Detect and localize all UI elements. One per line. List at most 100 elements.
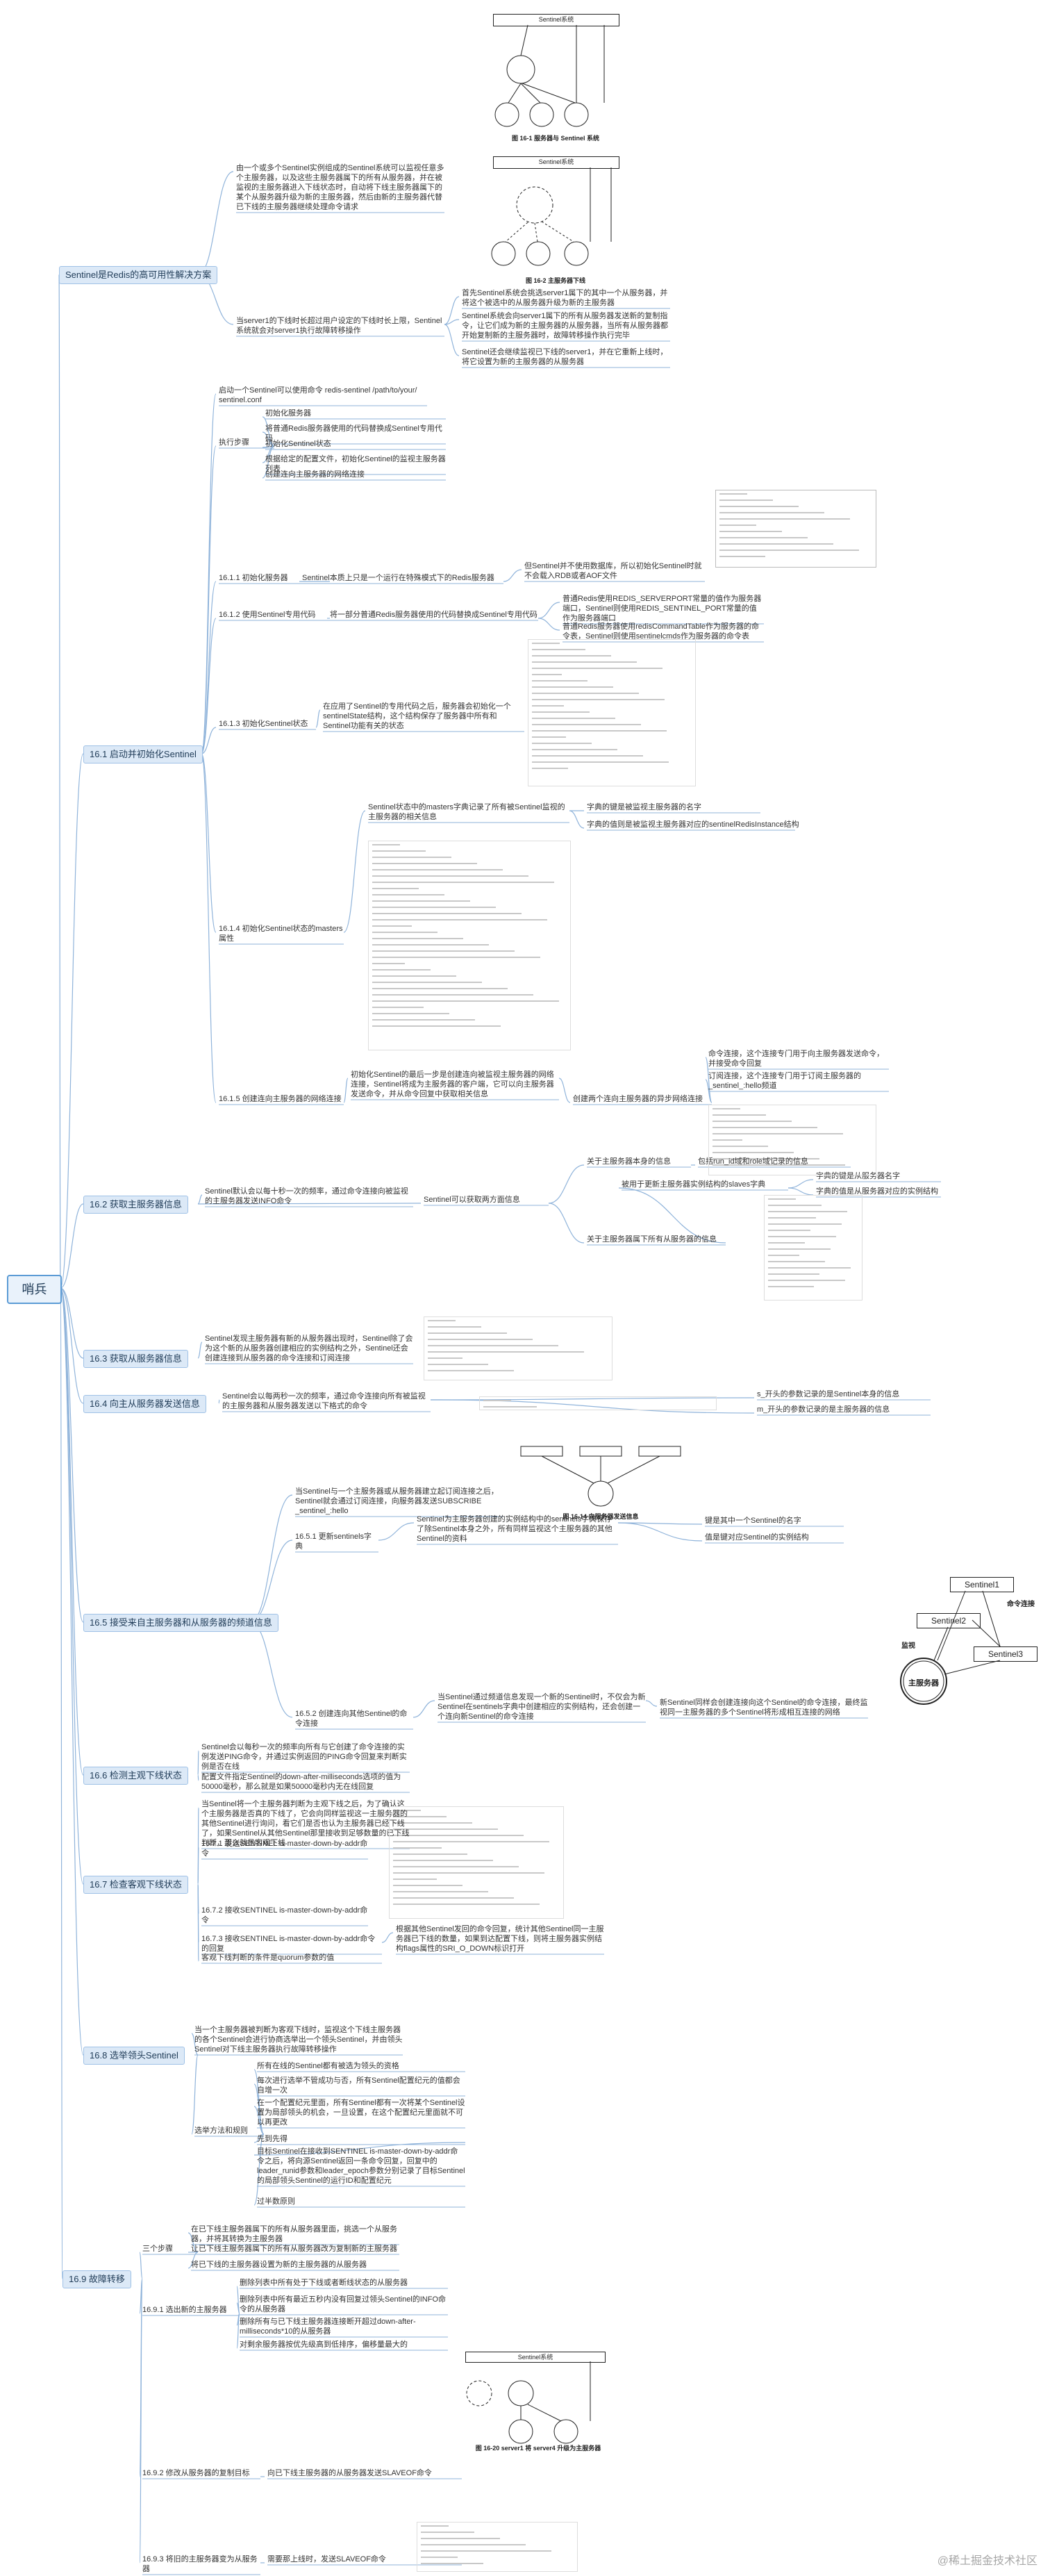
node-b1-f2[interactable]: Sentinel系统会向server1属下的所有从服务器发送新的复制指令，让它们… — [462, 312, 668, 340]
node-b2-164[interactable]: 16.1.4 初始化Sentinel状态的masters属性 — [219, 925, 343, 943]
node-b2-162-b[interactable]: 普通Redis服务器使用redisCommandTable作为服务器的命令表，S… — [562, 622, 760, 641]
branch-b9[interactable]: 16.8 选举领头Sentinel — [83, 2047, 185, 2065]
branch-b6[interactable]: 16.5 接受来自主服务器和从服务器的频道信息 — [83, 1614, 278, 1632]
node-b7-d2[interactable]: 配置文件指定Sentinel的down-after-milliseconds选项… — [201, 1773, 401, 1791]
node-b9-r4[interactable]: 先到先得 — [257, 2135, 288, 2143]
node-b9-r2[interactable]: 每次进行选举不管成功与否，所有Sentinel配置纪元的值都会自增一次 — [257, 2077, 460, 2095]
node-b2-164-d[interactable]: Sentinel状态中的masters字典记录了所有被Sentinel监视的主服… — [368, 803, 565, 821]
node-b2-161-d[interactable]: Sentinel本质上只是一个运行在特殊模式下的Redis服务器 — [302, 574, 494, 582]
node-b2-165-d[interactable]: 初始化Sentinel的最后一步是创建连向被监视主服务器的网络连接，Sentin… — [351, 1071, 554, 1098]
node-b9-rules[interactable]: 选举方法和规则 — [194, 2127, 248, 2135]
node-b2-165-c2[interactable]: 订阅连接，这个连接专门用于订阅主服务器的_sentinel_:hello频道 — [708, 1072, 861, 1090]
node-b2-164-a[interactable]: 字典的键是被监视主服务器的名字 — [587, 803, 701, 811]
node-b2-161-n[interactable]: 但Sentinel并不使用数据库，所以初始化Sentinel时就不会载入RDB或… — [524, 562, 702, 580]
node-b5-b[interactable]: m_开头的参数记录的是主服务器的信息 — [757, 1405, 890, 1414]
node-b8-3[interactable]: 16.7.3 接收SENTINEL is-master-down-by-addr… — [201, 1935, 376, 1953]
branch-b10[interactable]: 16.9 故障转移 — [62, 2270, 131, 2288]
node-b6-651-b[interactable]: 值是键对应Sentinel的实例结构 — [705, 1533, 809, 1542]
node-b3-a1[interactable]: 关于主服务器本身的信息 — [587, 1157, 671, 1166]
node-b10-t2[interactable]: 让已下线主服务器属下的所有从服务器改为复制新的主服务器 — [191, 2245, 397, 2253]
node-b6-651-a[interactable]: 键是其中一个Sentinel的名字 — [705, 1517, 801, 1525]
node-b1-f3[interactable]: Sentinel还会继续监视已下线的server1，并在它重新上线时，将它设置为… — [462, 348, 668, 366]
node-b10-93[interactable]: 16.9.3 将旧的主服务器变为从服务器 — [142, 2555, 258, 2573]
node-b2-163[interactable]: 16.1.3 初始化Sentinel状态 — [219, 720, 308, 728]
node-b6-652-d[interactable]: 当Sentinel通过频道信息发现一个新的Sentinel时，不仅会为新Sent… — [438, 1693, 646, 1721]
node-b2-s5[interactable]: 创建连向主服务器的网络连接 — [265, 470, 365, 479]
node-b6-651-d[interactable]: Sentinel为主服务器创建的实例结构中的sentinels字典保存了除Sen… — [417, 1515, 612, 1543]
node-b10-91d[interactable]: 对剩余服务器按优先级高到低排序，偏移量最大的 — [240, 2340, 408, 2349]
node-b2-161[interactable]: 16.1.1 初始化服务器 — [219, 574, 288, 582]
node-b10-91a[interactable]: 删除列表中所有处于下线或者断线状态的从服务器 — [240, 2279, 408, 2287]
node-b9-d[interactable]: 当一个主服务器被判断为客观下线时，监视这个下线主服务器的各个Sentinel会进… — [194, 2026, 403, 2054]
node-b8-2[interactable]: 16.7.2 接收SENTINEL is-master-down-by-addr… — [201, 1906, 368, 1924]
node-b3-a2[interactable]: 关于主服务器属下所有从服务器的信息 — [587, 1235, 717, 1244]
node-b2-164-b[interactable]: 字典的值则是被监视主服务器对应的sentinelRedisInstance结构 — [587, 820, 799, 829]
node-b6-652-a[interactable]: 新Sentinel同样会创建连接向这个Sentinel的命令连接，最终监视同一主… — [660, 1699, 868, 1717]
node-b6-651[interactable]: 16.5.1 更新sentinels字典 — [295, 1533, 372, 1551]
node-b2-162-d[interactable]: 将一部分普通Redis服务器使用的代码替换成Sentinel专用代码 — [330, 611, 538, 619]
connector — [343, 810, 366, 933]
node-b1-desc[interactable]: 由一个或多个Sentinel实例组成的Sentinel系统可以监视任意多个主服务… — [236, 164, 444, 211]
branch-b7[interactable]: 16.6 检测主观下线状态 — [83, 1767, 188, 1785]
node-b2-cmd[interactable]: 启动一个Sentinel可以使用命令 redis-sentinel /path/… — [219, 386, 417, 404]
node-b4-d[interactable]: Sentinel发现主服务器有新的从服务器出现时，Sentinel除了会为这个新… — [205, 1335, 413, 1362]
node-b3-d[interactable]: Sentinel默认会以每十秒一次的频率，通过命令连接向被监视的主服务器发送IN… — [205, 1187, 408, 1205]
node-b2-s1[interactable]: 初始化服务器 — [265, 409, 311, 418]
node-b6-652[interactable]: 16.5.2 创建连向其他Sentinel的命令连接 — [295, 1710, 408, 1728]
figure-graphic — [491, 167, 612, 266]
branch-b2[interactable]: 16.1 启动并初始化Sentinel — [83, 745, 203, 763]
node-b2-165-c1[interactable]: 命令连接，这个连接专门用于向主服务器发送命令，并接受命令回复 — [708, 1050, 884, 1068]
node-b1-f1[interactable]: 首先Sentinel系统会挑选server1属下的其中一个从服务器，并将这个被选… — [462, 289, 668, 307]
branch-b8[interactable]: 16.7 检查客观下线状态 — [83, 1876, 188, 1894]
node-b10-91[interactable]: 16.9.1 选出新的主服务器 — [142, 2306, 227, 2314]
node-b8-q[interactable]: 客观下线判断的条件是quorum参数的值 — [201, 1954, 335, 1962]
node-b3-a2z[interactable]: 字典的值是从服务器对应的实例结构 — [816, 1187, 938, 1196]
node-b10-three[interactable]: 三个步骤 — [142, 2245, 173, 2253]
node-b10-91c[interactable]: 删除所有与已下线主服务器连接断开超过down-after-millisecond… — [240, 2318, 416, 2336]
node-b3-a1x[interactable]: 包括run_id域和role域记录的信息 — [698, 1157, 808, 1166]
code-sentinel-state-image — [528, 639, 696, 786]
connector — [201, 618, 217, 754]
node-b9-r5[interactable]: 目标Sentinel在接收到SENTINEL is-master-down-by… — [257, 2147, 465, 2185]
node-b10-91b[interactable]: 删除列表中所有最近五秒内没有回复过领头Sentinel的INFO命令的从服务器 — [240, 2295, 447, 2313]
node-b7-d[interactable]: Sentinel会以每秒一次的频率向所有与它创建了命令连接的实例发送PING命令… — [201, 1743, 407, 1771]
node-b8-3d[interactable]: 根据其他Sentinel发回的命令回复，统计其他Sentinel同一主服务器已下… — [396, 1925, 604, 1953]
node-b2-165-c[interactable]: 创建两个连向主服务器的异步网络连接 — [573, 1095, 703, 1103]
node-b2-162-a[interactable]: 普通Redis使用REDIS_SERVERPORT常量的值作为服务器端口，Sen… — [562, 595, 762, 622]
node-b3-a2y[interactable]: 字典的键是从服务器名字 — [816, 1172, 900, 1180]
node-b10-t3[interactable]: 将已下线的主服务器设置为新的主服务器的从服务器 — [191, 2261, 367, 2269]
node-b2-s4[interactable]: 根据给定的配置文件，初始化Sentinel的监视主服务器列表 — [265, 455, 446, 473]
node-b10-t1[interactable]: 在已下线主服务器属下的所有从服务器里面，挑选一个从服务器，并将其转换为主服务器 — [191, 2225, 397, 2243]
node-b3-a[interactable]: Sentinel可以获取两方面信息 — [424, 1196, 520, 1204]
node-b2-s3[interactable]: 初始化Sentinel状态 — [265, 440, 331, 448]
node-b1-down[interactable]: 当server1的下线时长超过用户设定的下线时长上限，Sentinel系统就会对… — [236, 317, 442, 335]
connector — [201, 393, 217, 754]
node-b9-r1[interactable]: 所有在线的Sentinel都有被选为领头的资格 — [257, 2062, 399, 2070]
node-b2-163-d[interactable]: 在应用了Sentinel的专用代码之后，服务器会初始化一个sentinelSta… — [323, 702, 511, 730]
branch-b5[interactable]: 16.4 向主从服务器发送信息 — [83, 1395, 206, 1413]
branch-b1[interactable]: Sentinel是Redis的高可用性解决方案 — [59, 266, 218, 284]
node-b8-d[interactable]: 当Sentinel将一个主服务器判断为主观下线之后，为了确认这个主服务器是否真的… — [201, 1800, 410, 1847]
node-b8-1[interactable]: 16.7.1 发送SENTINEL is-master-down-by-addr… — [201, 1840, 368, 1858]
connector — [548, 1164, 585, 1204]
connector — [201, 727, 217, 754]
node-b5-d[interactable]: Sentinel会以每两秒一次的频率，通过命令连接向所有被监视的主服务器和从服务… — [222, 1392, 426, 1410]
connector — [60, 753, 84, 1289]
figure-caption: 图 16-1 服务器与 Sentinel 系统 — [511, 135, 600, 142]
node-b10-92[interactable]: 16.9.2 修改从服务器的复制目标 — [142, 2469, 250, 2477]
node-b2-165[interactable]: 16.1.5 创建连向主服务器的网络连接 — [219, 1095, 342, 1103]
connector — [253, 2106, 265, 2135]
root-node[interactable]: 哨兵 — [7, 1275, 62, 1304]
branch-b4[interactable]: 16.3 获取从服务器信息 — [83, 1350, 188, 1368]
node-b9-r6[interactable]: 过半数原则 — [257, 2197, 295, 2206]
node-b2-162[interactable]: 16.1.2 使用Sentinel专用代码 — [219, 611, 316, 619]
node-b5-a[interactable]: s_开头的参数记录的是Sentinel本身的信息 — [757, 1390, 900, 1398]
node-b10-93d[interactable]: 需要那上线时，发送SLAVEOF命令 — [267, 2555, 386, 2563]
node-b10-92d[interactable]: 向已下线主服务器的从服务器发送SLAVEOF命令 — [267, 2469, 432, 2477]
node-b3-a2x[interactable]: 被用于更新主服务器实例结构的slaves字典 — [622, 1180, 766, 1189]
node-b9-r3[interactable]: 在一个配置纪元里面，所有Sentinel都有一次将某个Sentinel设置为局部… — [257, 2099, 465, 2127]
node-b6-d[interactable]: 当Sentinel与一个主服务器或从服务器建立起订阅连接之后，Sentinel就… — [295, 1487, 499, 1515]
branch-b3[interactable]: 16.2 获取主服务器信息 — [83, 1196, 188, 1214]
node-b2-s2[interactable]: 将普通Redis服务器使用的代码替换成Sentinel专用代码 — [265, 424, 442, 443]
node-b2-steps[interactable]: 执行步骤 — [219, 438, 249, 447]
